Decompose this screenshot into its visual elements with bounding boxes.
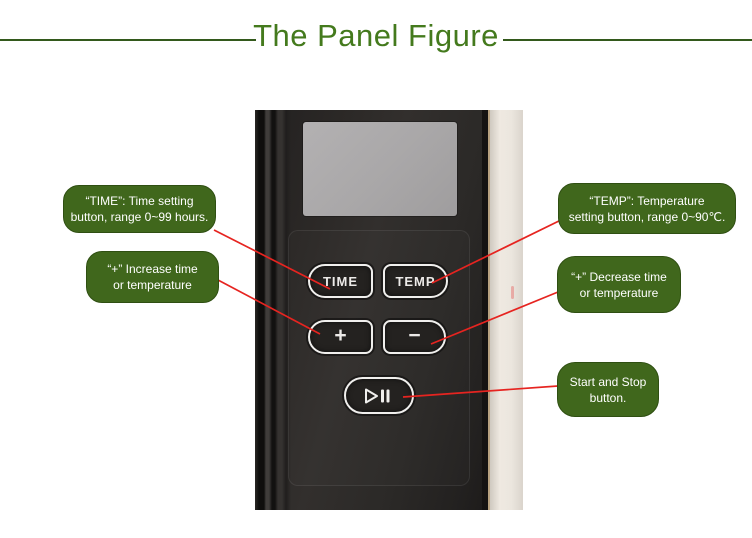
callout-time-line2: button, range 0~99 hours. [70,210,209,224]
start-stop-button [344,377,414,414]
device-side-edge [490,110,523,510]
callout-start-stop: Start and Stop button. [557,362,659,417]
callout-temp: “TEMP”: Temperature setting button, rang… [558,183,736,234]
panel-photo: TIME TEMP + − [255,110,523,510]
callout-decrease-line2: or temperature [579,285,659,300]
page-title: The Panel Figure [253,18,499,53]
temp-button: TEMP [383,264,448,298]
title-rule-left [0,39,256,41]
callout-time-line1: “TIME”: Time setting [85,194,194,208]
time-button-label: TIME [322,273,359,289]
reflection-artifact [511,286,514,299]
callout-time: “TIME”: Time setting button, range 0~99 … [63,185,216,233]
increase-button: + [308,320,373,354]
panel-left-edge [255,110,291,510]
decrease-button: − [383,320,446,354]
callout-increase: “+” Increase time or temperature [86,251,219,303]
temp-button-label: TEMP [395,273,436,289]
increase-button-label: + [334,324,347,347]
callout-decrease-line1: “+” Decrease time [571,269,667,284]
callout-increase-line2: or temperature [113,278,192,292]
callout-temp-line1: “TEMP”: Temperature [589,193,705,208]
control-panel: TIME TEMP + − [255,110,488,510]
button-recess [288,230,470,486]
callout-increase-line1: “+” Increase time [107,262,198,276]
play-pause-icon [365,388,390,403]
lcd-screen [303,122,457,216]
callout-decrease: “+” Decrease time or temperature [557,256,681,313]
callout-temp-line2: setting button, range 0~90℃. [568,209,726,224]
decrease-button-label: − [408,323,421,347]
callout-start-stop-line1: Start and Stop [569,374,647,389]
time-button: TIME [308,264,373,298]
title-rule-right [503,39,752,41]
callout-start-stop-line2: button. [589,390,627,405]
